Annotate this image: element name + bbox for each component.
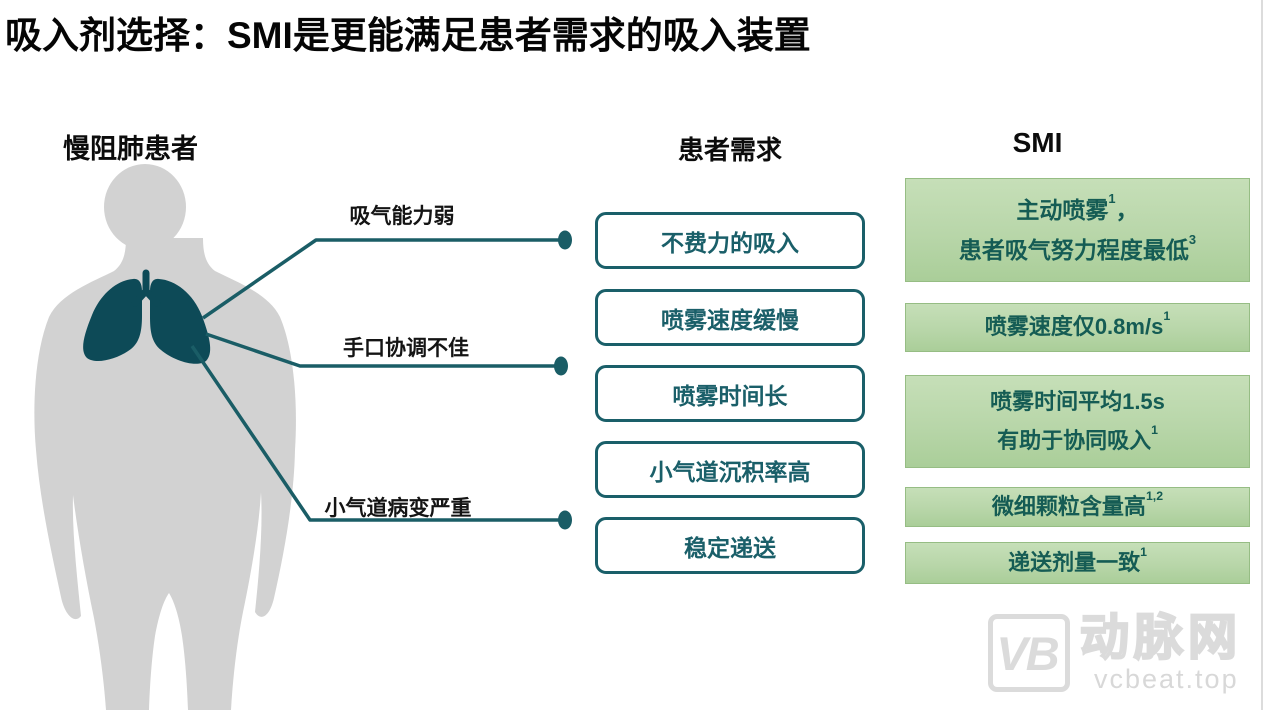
connector-line-2 [205,332,556,368]
watermark-brand: 动脉网 [1079,611,1243,665]
need-box-stable-delivery: 稳定递送 [595,517,865,574]
connector-dot-3 [558,510,572,530]
connector-line-3 [190,345,560,522]
smi-box-line: 患者吸气努力程度最低3 [958,231,1197,263]
need-box-deposition: 小气道沉积率高 [595,441,865,498]
issue-label-small-airway: 小气道病变严重 [324,497,472,520]
smi-box-active-spray: 主动喷雾1， 患者吸气努力程度最低3 [905,178,1250,282]
lung-right-icon [150,278,211,364]
smi-box-line: 喷雾速度仅0.8m/s1 [984,309,1171,340]
smi-box-line: 微细颗粒含量高1,2 [991,488,1164,519]
smi-box-line: 递送剂量一致1 [1008,544,1147,575]
smi-box-consistent-dose: 递送剂量一致1 [905,542,1250,584]
head-silhouette [104,164,186,250]
smi-box-line: 主动喷雾1， [1016,191,1139,223]
watermark: VB 动脉网 vcbeat.top [988,611,1243,695]
smi-box-spray-speed: 喷雾速度仅0.8m/s1 [905,303,1250,352]
need-box-effortless: 不费力的吸入 [595,212,865,269]
smi-box-spray-time: 喷雾时间平均1.5s 有助于协同吸入1 [905,375,1250,468]
watermark-site-url: vcbeat.top [1094,664,1239,694]
trachea-icon [131,269,161,307]
connector-line-1 [202,238,560,320]
connector-dot-2 [554,356,568,376]
vcbeat-logo-icon: VB [988,614,1070,692]
smi-box-line: 喷雾时间平均1.5s [990,389,1165,414]
need-box-slow-spray: 喷雾速度缓慢 [595,289,865,346]
column-header-patient: 慢阻肺患者 [63,134,198,164]
lung-left-icon [83,278,142,362]
need-box-long-spray: 喷雾时间长 [595,365,865,422]
slide-title: 吸入剂选择：SMI是更能满足患者需求的吸入装置 [5,15,811,56]
issue-label-weak-inhalation: 吸气能力弱 [349,205,455,228]
smi-box-line: 有助于协同吸入1 [997,422,1158,453]
issue-label-coordination: 手口协调不佳 [343,337,469,360]
watermark-text: 动脉网 vcbeat.top [1079,611,1243,695]
slide-right-edge [1261,0,1263,710]
connector-dot-1 [558,230,572,250]
smi-box-fine-particles: 微细颗粒含量高1,2 [905,487,1250,527]
column-header-needs: 患者需求 [677,135,782,165]
column-header-smi: SMI [1012,127,1063,158]
